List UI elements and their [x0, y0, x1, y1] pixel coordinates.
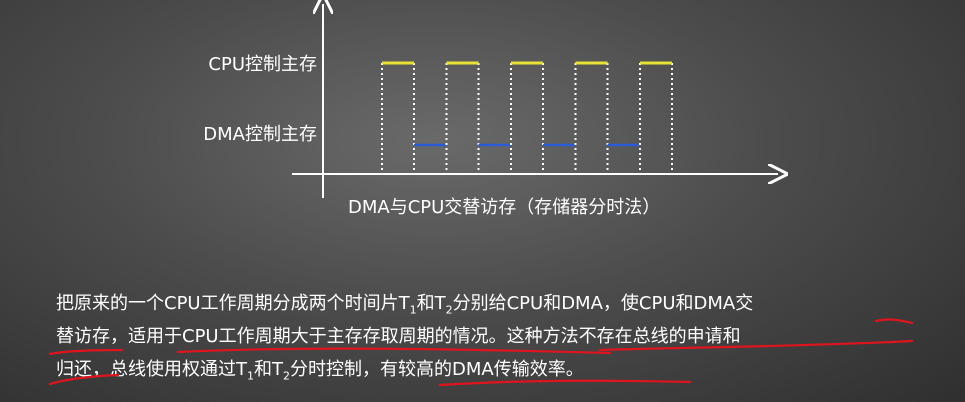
timing-diagram: CPU控制主存 DMA控制主存 DMA与CPU交替访存（存储器分时法）	[203, 0, 965, 218]
cpu-lane-label: CPU控制主存	[208, 54, 317, 75]
description-line-2: 替访存，适用于CPU工作周期大于主存存取周期的情况。这种方法不存在总线的申请和	[56, 320, 936, 353]
t2-subscript: 2	[445, 303, 453, 317]
description-line-2-text: 替访存，适用于CPU工作周期大于主存存取周期的情况。这种方法不存在总线的申请和	[56, 326, 741, 347]
pulse-train	[381, 61, 673, 174]
t1-subscript: 1	[409, 303, 417, 317]
dma-lane-label: DMA控制主存	[203, 124, 317, 145]
description-line-3a: 归还，总线使用权通过T	[56, 359, 247, 380]
t1-subscript-2: 1	[247, 369, 254, 383]
diagram-caption: DMA与CPU交替访存（存储器分时法）	[348, 197, 660, 218]
t2-subscript-2: 2	[283, 369, 290, 383]
description-line-3c: 分时控制，有较高的DMA传输效率。	[290, 359, 584, 380]
description-line-1c: 分别给CPU和DMA，使CPU和DMA交	[452, 293, 754, 314]
description-paragraph: 把原来的一个CPU工作周期分成两个时间片T1和T2分别给CPU和DMA，使CPU…	[56, 287, 936, 386]
description-line-1a: 把原来的一个CPU工作周期分成两个时间片T	[56, 293, 410, 314]
description-line-3: 归还，总线使用权通过T1和T2分时控制，有较高的DMA传输效率。	[56, 353, 936, 386]
description-line-1: 把原来的一个CPU工作周期分成两个时间片T1和T2分别给CPU和DMA，使CPU…	[56, 287, 936, 320]
description-line-1b: 和T	[416, 293, 446, 314]
description-line-3b: 和T	[254, 359, 283, 380]
